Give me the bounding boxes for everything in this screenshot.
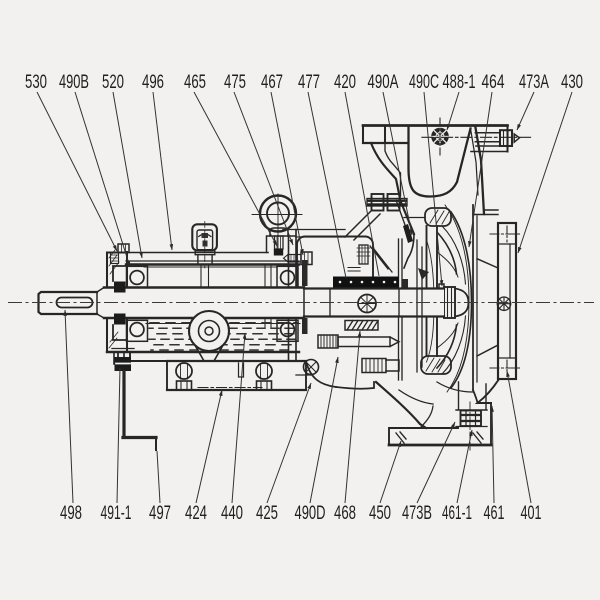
svg-text:477: 477 [298,72,320,93]
svg-text:401: 401 [521,503,542,524]
svg-text:490C: 490C [409,72,439,93]
svg-text:497: 497 [149,503,171,524]
svg-text:430: 430 [561,72,583,93]
svg-text:490D: 490D [295,503,326,524]
svg-text:461: 461 [484,503,505,524]
svg-text:424: 424 [185,503,207,524]
svg-text:520: 520 [102,72,124,93]
svg-text:496: 496 [142,72,164,93]
svg-text:490B: 490B [59,72,89,93]
svg-text:498: 498 [60,503,82,524]
svg-text:475: 475 [224,72,246,93]
svg-text:491-1: 491-1 [101,503,132,524]
svg-text:465: 465 [184,72,206,93]
svg-text:468: 468 [334,503,356,524]
svg-text:450: 450 [369,503,391,524]
svg-text:530: 530 [25,72,47,93]
svg-text:425: 425 [256,503,278,524]
svg-text:420: 420 [334,72,356,93]
svg-text:464: 464 [482,72,505,93]
svg-text:488-1: 488-1 [443,72,476,93]
svg-text:440: 440 [221,503,243,524]
svg-text:467: 467 [261,72,283,93]
svg-text:473B: 473B [402,503,432,524]
svg-text:461-1: 461-1 [442,503,472,524]
svg-text:490A: 490A [368,72,399,93]
svg-text:473A: 473A [519,72,549,93]
